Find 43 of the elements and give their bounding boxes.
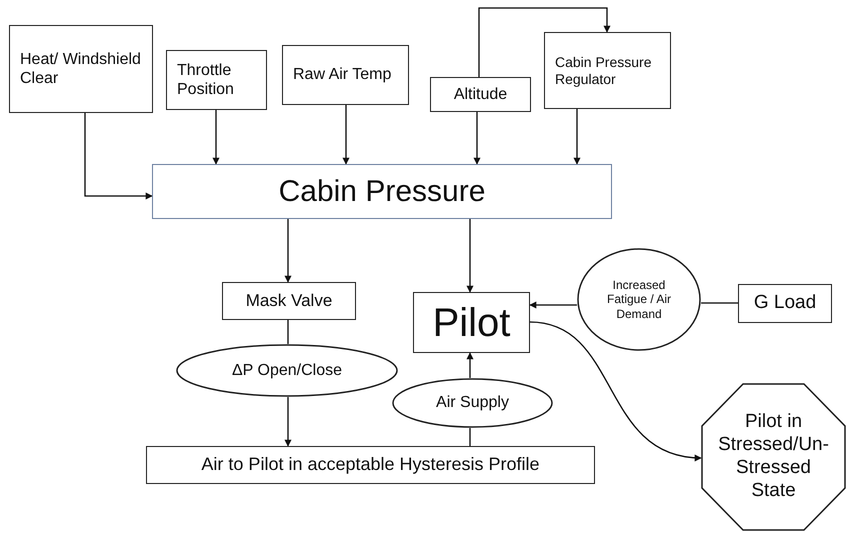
state-octagon	[701, 383, 846, 531]
node-label: Raw Air Temp	[293, 65, 392, 85]
arrow	[474, 112, 480, 165]
regulator-box	[544, 32, 671, 109]
output-box	[146, 446, 595, 484]
connector-line	[701, 302, 738, 304]
pilot-box	[413, 292, 530, 353]
node-label: Pilot	[432, 300, 510, 346]
node-label: Mask Valve	[246, 290, 332, 312]
node-label: Cabin Pressure	[278, 174, 486, 210]
arrow	[478, 7, 610, 77]
node-label: Cabin Pressure Regulator	[555, 54, 652, 88]
input-box	[166, 50, 267, 110]
node-label: Air to Pilot in acceptable Hysteresis Profile	[201, 454, 540, 476]
arrow	[466, 219, 474, 293]
arrow	[84, 113, 153, 200]
input-box	[738, 284, 832, 323]
node-label: Air Supply	[436, 393, 509, 413]
connector-line	[469, 428, 471, 446]
process-ellipse	[392, 378, 553, 428]
arrow	[212, 110, 220, 165]
node-label: Heat/ Windshield Clear	[20, 50, 142, 88]
factor-ellipse	[577, 248, 701, 351]
arrow	[529, 302, 577, 308]
input-box	[9, 25, 153, 113]
node-label: Increased Fatigue / Air Demand	[606, 278, 672, 322]
process-ellipse	[176, 344, 398, 397]
input-box	[282, 45, 409, 105]
input-box	[430, 77, 531, 112]
process-box	[152, 164, 612, 219]
arrow	[284, 219, 292, 283]
process-box	[222, 282, 356, 320]
arrow	[574, 109, 580, 165]
arrow	[342, 105, 350, 165]
arrow	[466, 352, 474, 378]
node-label: G Load	[754, 292, 816, 315]
node-label: Altitude	[454, 84, 508, 104]
connector-line	[287, 320, 289, 344]
node-label: Pilot in Stressed/Un-Stressed State	[717, 411, 830, 503]
arrow	[284, 397, 292, 447]
node-label: ΔP Open/Close	[232, 360, 342, 380]
node-label: Throttle Position	[177, 60, 235, 100]
arrow	[530, 321, 702, 461]
